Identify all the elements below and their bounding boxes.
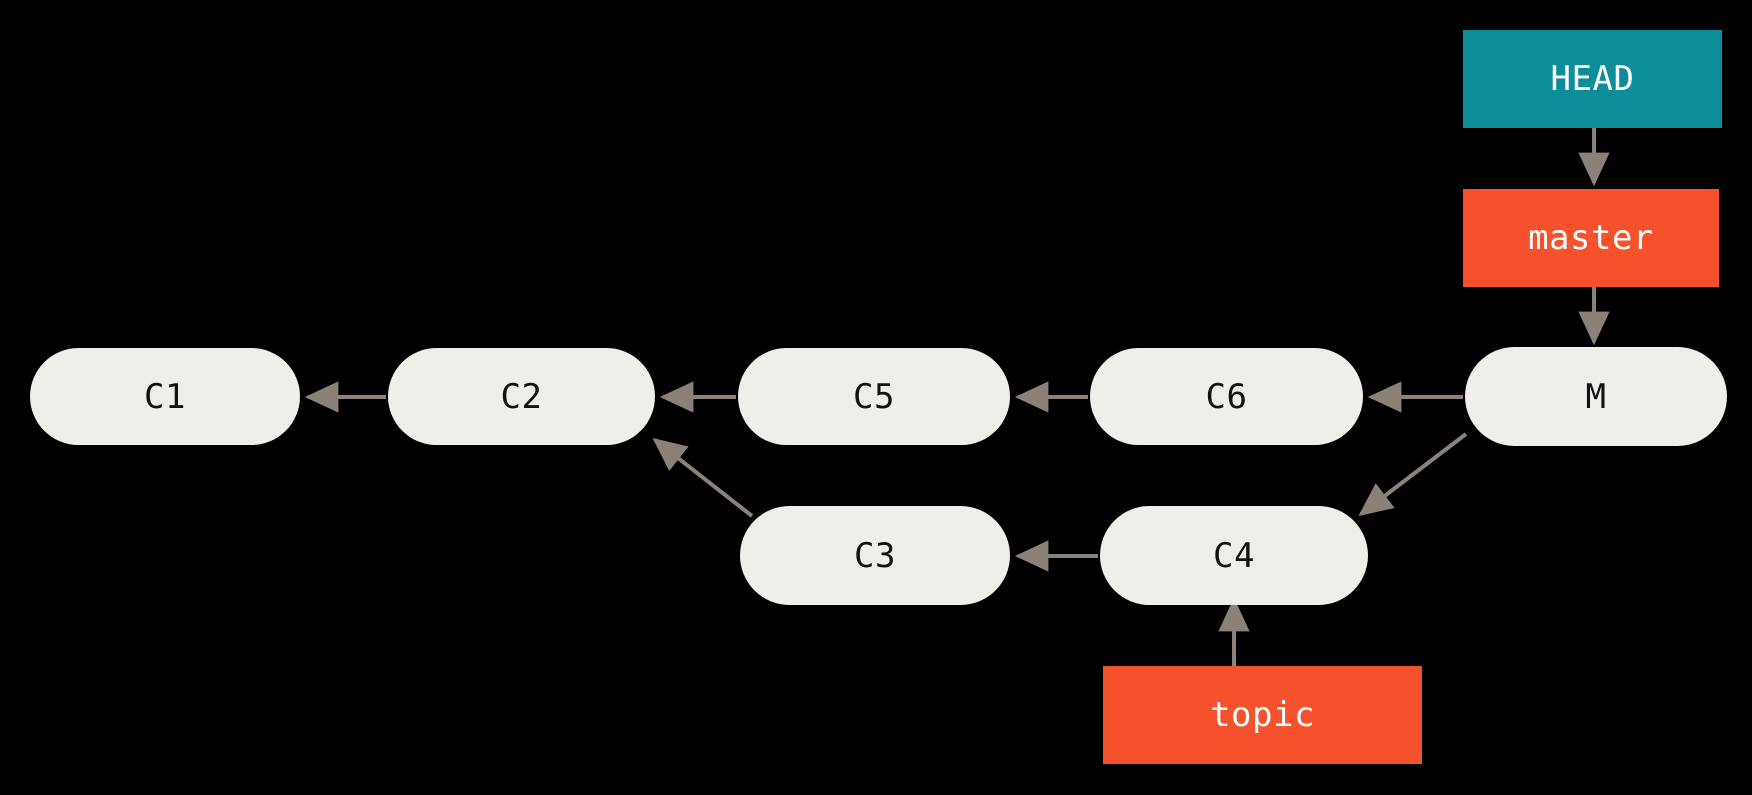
commit-label: C5 — [853, 376, 895, 417]
commit-node-c4[interactable]: C4 — [1100, 506, 1368, 605]
commit-label: C4 — [1213, 535, 1255, 576]
ref-label: master — [1528, 218, 1654, 258]
edge-c3-to-c2 — [652, 438, 754, 518]
commit-node-c5[interactable]: C5 — [738, 348, 1010, 445]
commit-label: C3 — [854, 535, 896, 576]
ref-box-topic[interactable]: topic — [1103, 666, 1422, 764]
commit-node-c3[interactable]: C3 — [740, 506, 1010, 605]
edge-m-to-c4 — [1358, 432, 1468, 516]
ref-label: topic — [1210, 695, 1315, 735]
commit-node-m[interactable]: M — [1465, 347, 1727, 446]
ref-label: HEAD — [1550, 59, 1635, 99]
commit-node-c6[interactable]: C6 — [1090, 348, 1363, 445]
commit-label: C6 — [1205, 376, 1248, 417]
commit-node-c1[interactable]: C1 — [30, 348, 300, 445]
ref-box-master[interactable]: master — [1463, 189, 1719, 287]
ref-box-head[interactable]: HEAD — [1463, 30, 1722, 128]
commit-label: C1 — [144, 376, 186, 417]
commit-node-c2[interactable]: C2 — [388, 348, 655, 445]
commit-label: M — [1585, 376, 1607, 417]
commit-label: C2 — [500, 376, 543, 417]
